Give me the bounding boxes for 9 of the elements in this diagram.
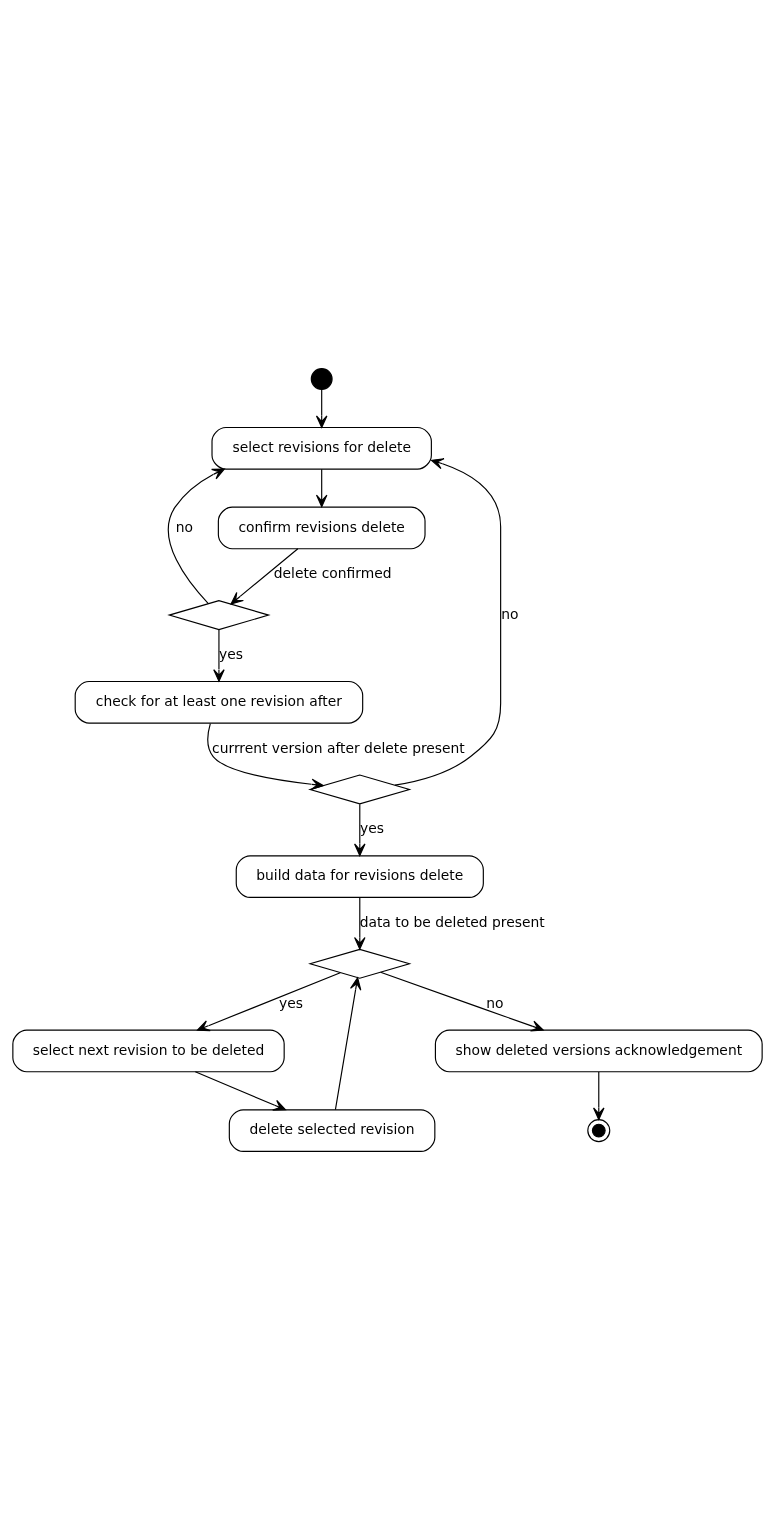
edge-label: yes bbox=[279, 994, 304, 1011]
edge-label: no bbox=[501, 605, 519, 622]
edge-label: no bbox=[486, 994, 504, 1011]
edge-label: delete confirmed bbox=[273, 564, 392, 581]
edge-label: currrent version after delete present bbox=[212, 739, 465, 756]
edge-label: no bbox=[175, 518, 193, 535]
edge-label: yes bbox=[219, 645, 244, 662]
edge-label: data to be deleted present bbox=[359, 913, 545, 930]
edge-label: yes bbox=[359, 819, 384, 836]
